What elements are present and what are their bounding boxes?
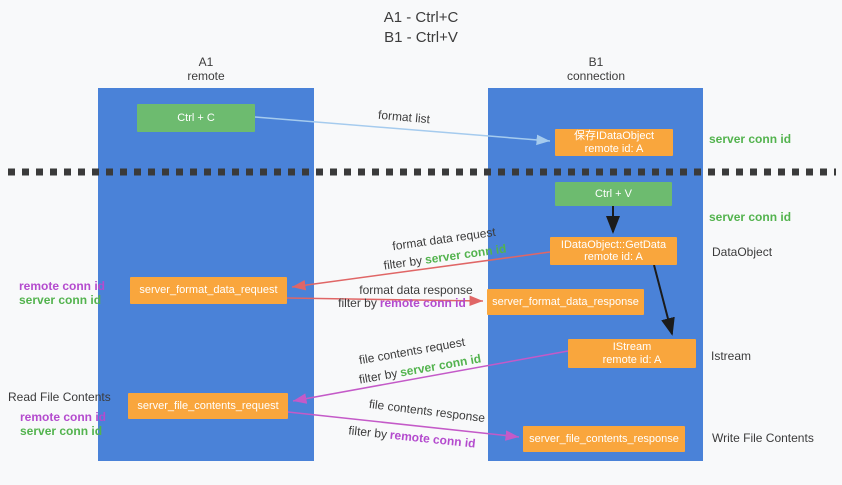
filter-by-prefix-4: filter by — [347, 423, 388, 442]
node-server-file-contents-request: server_file_contents_request — [128, 393, 288, 419]
node-server-format-data-response-label: server_format_data_response — [492, 295, 639, 308]
lane-b1-header: B1 connection — [567, 55, 625, 83]
filter-by-prefix-1: filter by — [382, 253, 424, 273]
filter-by-remote-conn-id-2: remote conn id — [389, 427, 477, 451]
node-ctrl-c-label: Ctrl + C — [177, 111, 215, 124]
lane-a1-title: A1 — [198, 55, 214, 69]
lane-a1-header: A1 remote — [187, 55, 224, 83]
annotation-dataobject: DataObject — [712, 245, 773, 259]
node-server-file-contents-response: server_file_contents_response — [523, 426, 685, 452]
filter-by-prefix-3: filter by — [357, 366, 399, 387]
annotation-read-file-contents: Read File Contents — [8, 390, 111, 404]
node-save-idataobject-line2: remote id: A — [584, 142, 644, 155]
node-istream-line1: IStream — [612, 341, 652, 353]
annotation-remote-conn-id-1: remote conn id — [19, 279, 106, 293]
lane-b1-subtitle: connection — [566, 69, 626, 83]
edge-label-file-contents-response: file contents response — [368, 396, 486, 426]
node-ctrl-c: Ctrl + C — [137, 104, 255, 132]
node-server-file-contents-response-label: server_file_contents_response — [529, 432, 679, 445]
title-line-2: B1 - Ctrl+V — [384, 29, 458, 46]
title-line-1: A1 - Ctrl+C — [383, 9, 459, 26]
edge-label-format-data-response: format data response — [359, 283, 473, 297]
node-ctrl-v-label: Ctrl + V — [595, 187, 632, 200]
annotation-remote-conn-id-2: remote conn id — [20, 410, 107, 424]
node-ctrl-v: Ctrl + V — [555, 182, 672, 206]
node-istream-line2: remote id: A — [602, 353, 662, 366]
annotation-istream: Istream — [711, 349, 752, 363]
annotation-server-conn-id-2: server conn id — [20, 424, 103, 438]
annotation-server-conn-id-top: server conn id — [709, 132, 792, 146]
filter-by-remote-conn-id-1: remote conn id — [379, 296, 466, 310]
annotation-server-conn-id-1: server conn id — [19, 293, 102, 307]
node-save-idataobject-line1: 保存IDataObject — [573, 130, 655, 142]
annotation-write-file-contents: Write File Contents — [712, 431, 814, 445]
node-idataobject-getdata-line1: IDataObject::GetData — [560, 238, 667, 251]
diagram-title: A1 - Ctrl+C B1 - Ctrl+V — [0, 8, 842, 48]
lane-a1-subtitle: remote — [187, 69, 225, 83]
filter-by-prefix-2: filter by — [338, 296, 377, 310]
node-server-format-data-response: server_format_data_response — [487, 289, 644, 315]
node-idataobject-getdata: IDataObject::GetData remote id: A — [550, 237, 677, 265]
node-server-file-contents-request-label: server_file_contents_request — [137, 399, 279, 412]
edge-label-format-list: format list — [377, 107, 431, 127]
node-istream: IStream remote id: A — [568, 339, 696, 368]
node-server-format-data-request-label: server_format_data_request — [139, 284, 278, 297]
node-save-idataobject: 保存IDataObject remote id: A — [555, 129, 673, 156]
annotation-server-conn-id-mid: server conn id — [709, 210, 792, 224]
node-idataobject-getdata-line2: remote id: A — [584, 251, 643, 263]
node-server-format-data-request: server_format_data_request — [130, 277, 287, 304]
lane-b1-title: B1 — [588, 55, 604, 69]
